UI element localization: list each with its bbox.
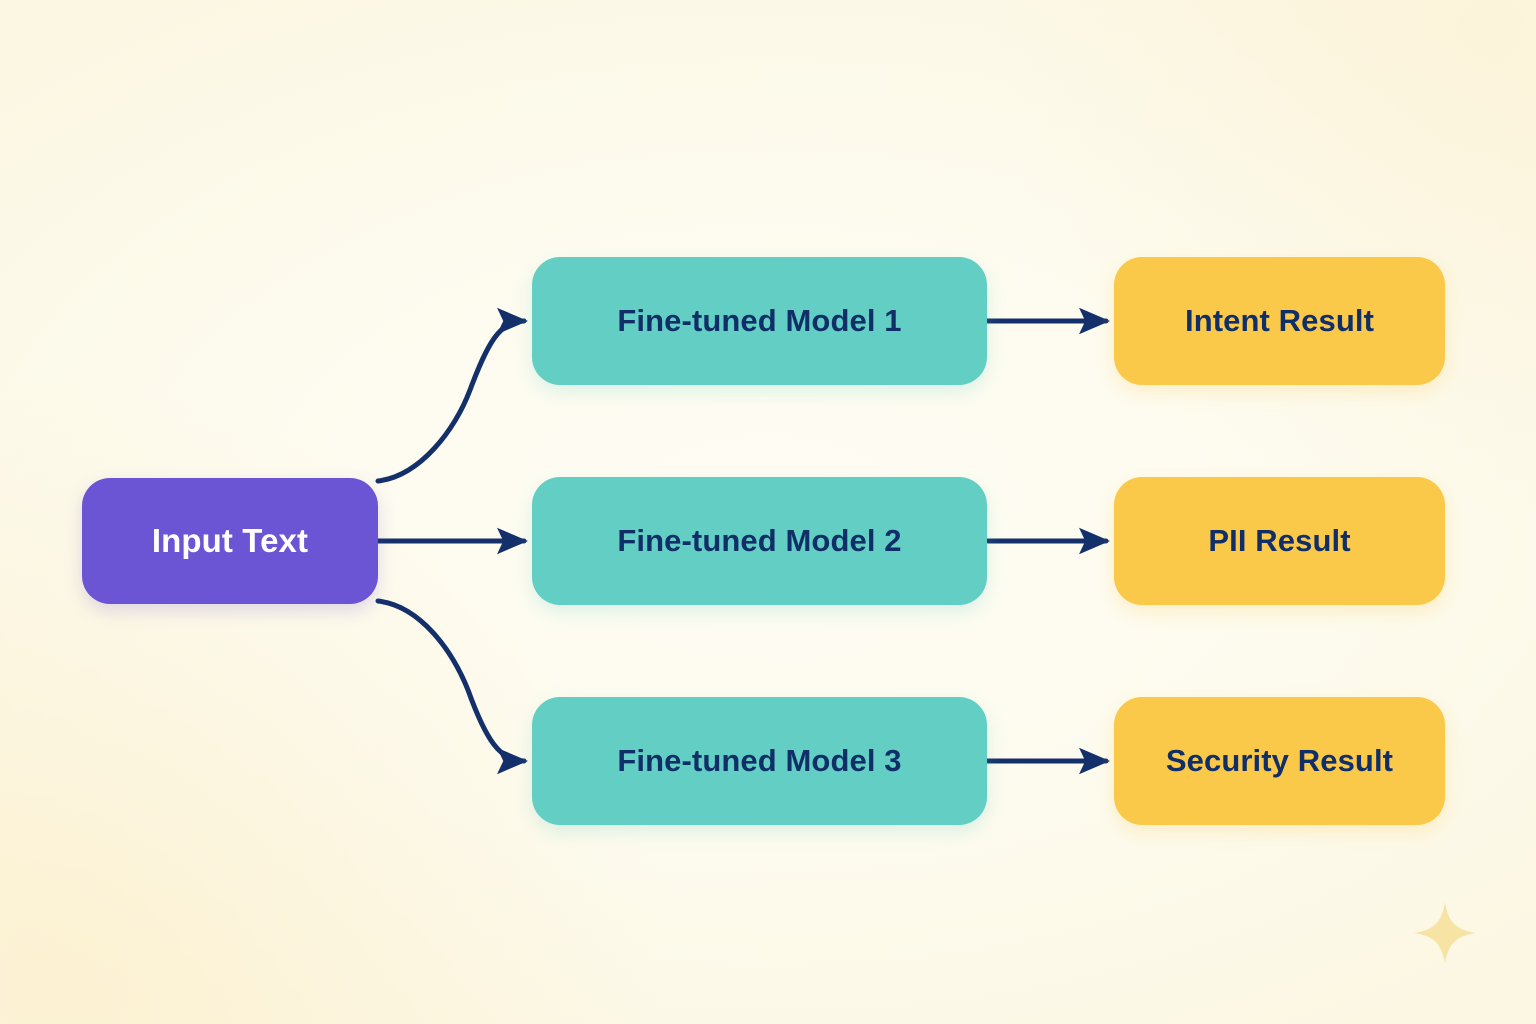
node-fine-tuned-model-3[interactable]: Fine-tuned Model 3 (532, 697, 987, 825)
node-fine-tuned-model-3-label: Fine-tuned Model 3 (617, 742, 902, 778)
edge-input-to-model-3 (375, 598, 528, 775)
node-security-result[interactable]: Security Result (1114, 697, 1445, 825)
sparkle-icon (1414, 902, 1476, 964)
node-pii-result[interactable]: PII Result (1114, 477, 1445, 605)
node-fine-tuned-model-2-label: Fine-tuned Model 2 (617, 522, 902, 558)
sparkle-icon-shape (1414, 902, 1476, 964)
node-input-text-label: Input Text (151, 521, 309, 559)
node-intent-result[interactable]: Intent Result (1114, 257, 1445, 385)
node-fine-tuned-model-2[interactable]: Fine-tuned Model 2 (532, 477, 987, 605)
node-fine-tuned-model-1-label: Fine-tuned Model 1 (617, 302, 902, 338)
node-fine-tuned-model-1[interactable]: Fine-tuned Model 1 (532, 257, 987, 385)
node-security-result-label: Security Result (1165, 742, 1394, 778)
node-intent-result-label: Intent Result (1184, 302, 1375, 338)
node-input-text[interactable]: Input Text (82, 478, 378, 604)
edge-input-to-model-1 (375, 307, 528, 484)
node-pii-result-label: PII Result (1208, 522, 1351, 558)
